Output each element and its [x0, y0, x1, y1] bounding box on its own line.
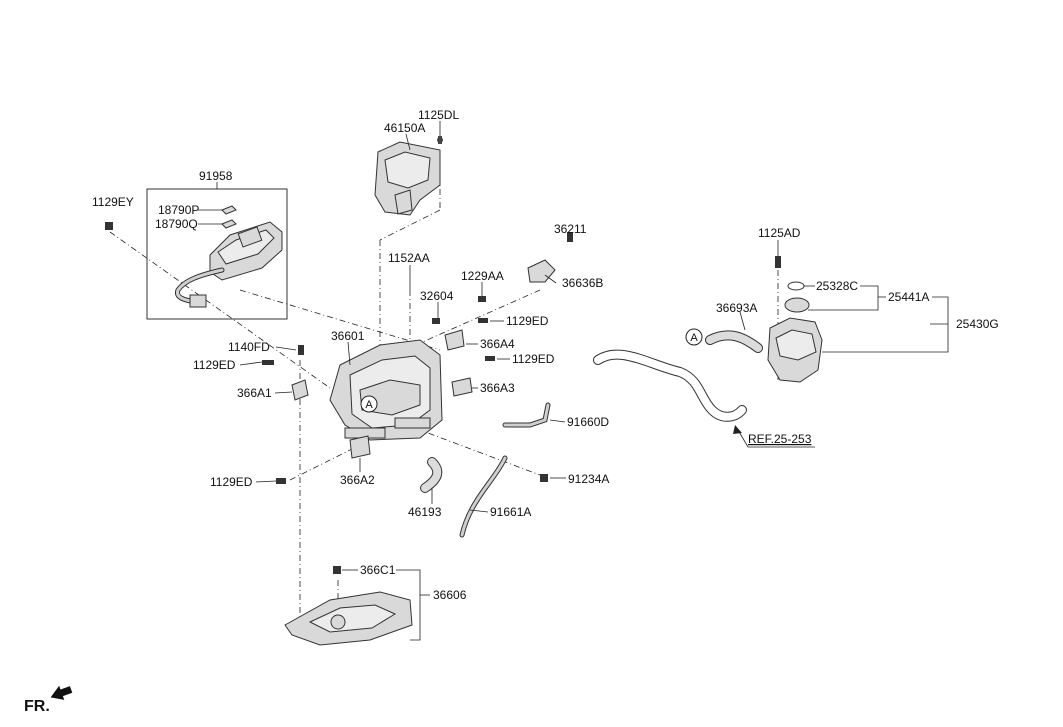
label-1129ED-c: 1129ED: [512, 352, 555, 366]
label-36211: 36211: [554, 222, 587, 236]
label-36606: 36606: [433, 588, 467, 602]
label-36693A: 36693A: [716, 301, 757, 315]
fr-label: FR.: [24, 698, 50, 715]
label-1229AA: 1229AA: [461, 269, 504, 283]
label-1125AD: 1125AD: [758, 226, 801, 240]
label-91234A: 91234A: [568, 472, 609, 486]
circle-a-text: A: [690, 332, 698, 344]
wire-91660D: [502, 402, 551, 428]
hose-46193: [420, 457, 443, 493]
label-1152AA: 1152AA: [388, 251, 430, 265]
label-1125DL: 1125DL: [418, 108, 459, 122]
label-36601: 36601: [331, 329, 365, 343]
part-36601: [329, 339, 443, 441]
label-366C1: 366C1: [360, 563, 396, 577]
part-25328C-oring: [787, 281, 805, 291]
part-46150A: [374, 136, 443, 216]
circle-marker-a-right: A: [685, 328, 703, 346]
part-labels: 1125DL 46150A 91958 1129EY 18790P 18790Q…: [92, 108, 999, 602]
label-366A3: 366A3: [480, 381, 515, 395]
part-25441A-cap: [784, 297, 810, 313]
bracket-366A1: [291, 379, 309, 401]
bracket-36636B: [527, 259, 556, 283]
hose-36693A: [593, 330, 763, 422]
label-366A2: 366A2: [340, 473, 375, 487]
label-1140FD: 1140FD: [228, 340, 270, 354]
label-25328C: 25328C: [816, 279, 858, 293]
circle-marker-a-left: A: [360, 395, 378, 413]
label-25441A: 25441A: [888, 290, 929, 304]
label-366A4: 366A4: [480, 337, 515, 351]
bracket-366A2: [349, 435, 371, 459]
clip-18790Q: [221, 219, 237, 229]
label-18790Q: 18790Q: [155, 217, 198, 231]
label-1129ED-a: 1129ED: [506, 314, 549, 328]
leader-lines: [198, 121, 949, 641]
part-36606: [284, 591, 413, 646]
bracket-366A4: [444, 329, 465, 351]
part-25430G-reservoir: [767, 317, 823, 383]
circle-a-text: A: [365, 399, 373, 411]
label-1129ED-b: 1129ED: [193, 358, 236, 372]
label-46150A: 46150A: [384, 121, 425, 135]
label-91661A: 91661A: [490, 505, 531, 519]
label-1129ED-d: 1129ED: [210, 475, 253, 489]
label-46193: 46193: [408, 505, 442, 519]
part-91958-bracket: [175, 221, 283, 308]
label-32604: 32604: [420, 289, 454, 303]
label-18790P: 18790P: [158, 203, 199, 217]
center-lines: [109, 150, 779, 625]
label-25430G: 25430G: [956, 317, 999, 331]
bracket-366A3: [451, 377, 473, 397]
front-direction-indicator: FR.: [24, 685, 73, 715]
label-366A1: 366A1: [237, 386, 272, 400]
label-36636B: 36636B: [562, 276, 603, 290]
label-ref-25-253: REF.25-253: [748, 432, 812, 446]
label-1129EY: 1129EY: [92, 195, 134, 209]
label-91660D: 91660D: [567, 415, 609, 429]
label-91958: 91958: [199, 169, 233, 183]
wire-91661A: [459, 455, 508, 538]
bolts: [105, 222, 781, 574]
fr-arrow-icon: [50, 685, 73, 700]
clip-18790P: [221, 205, 237, 215]
